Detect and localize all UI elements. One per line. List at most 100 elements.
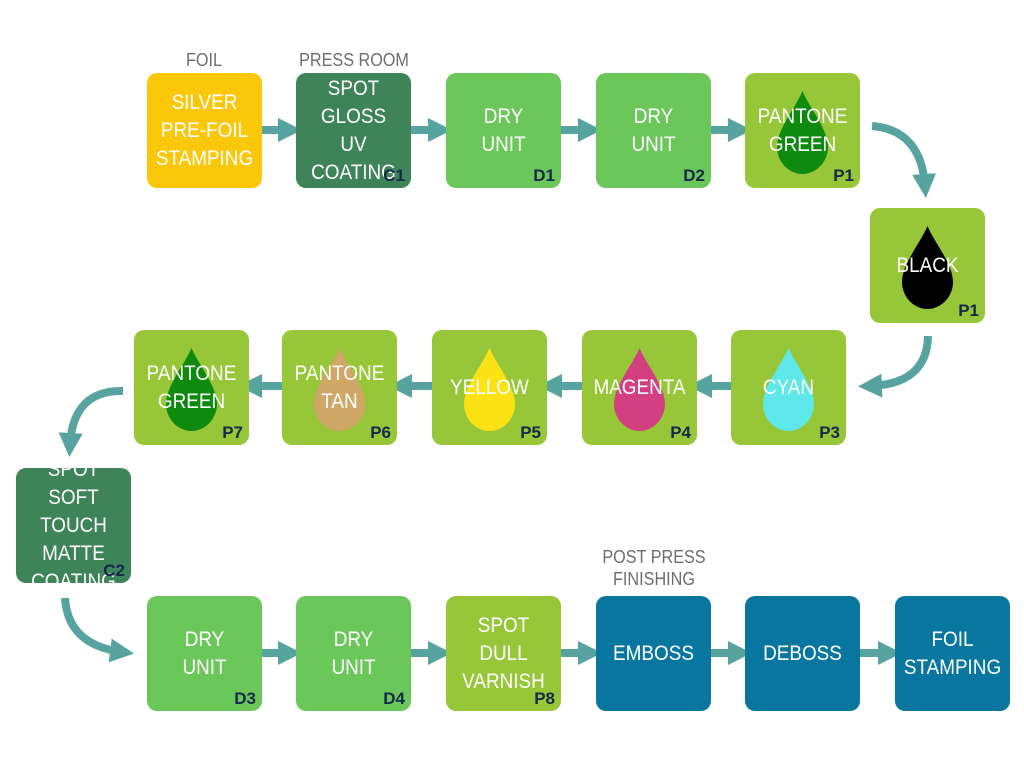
section-label-post-press: POST PRESS FINISHING [591,546,717,590]
station-code: P4 [670,423,691,442]
step-box-dry-unit-d3: DRY UNIT D3 [147,596,262,711]
ink-drop-icon [166,348,217,431]
step-box-emboss: EMBOSS [596,596,711,711]
step-label: PANTONE GREEN [751,73,855,188]
step-label-line: PANTONE [757,104,848,128]
station-code: D2 [683,166,705,185]
step-box-dry-unit-d2: DRY UNIT D2 [596,73,711,188]
ink-drop-icon [902,226,953,309]
step-label-line: UNIT [182,655,227,679]
station-code: C2 [103,561,125,580]
step-label-line: DEBOSS [763,641,842,665]
station-code: P5 [520,423,541,442]
step-label: SILVER PRE-FOIL STAMPING [153,73,257,188]
step-label-line: YELLOW [450,375,529,399]
step-label-line: UNIT [331,655,376,679]
step-box-yellow-p5: YELLOW P5 [432,330,547,445]
step-label: CYAN [737,330,841,445]
ink-drop-shape [763,348,814,431]
step-box-silver-pre-foil: SILVER PRE-FOIL STAMPING [147,73,262,188]
station-code: P1 [958,301,979,320]
ink-drop-icon [614,348,665,431]
step-label: PANTONE GREEN [140,330,244,445]
step-box-pantone-tan-p6: PANTONE TAN P6 [282,330,397,445]
step-label: SPOT DULL VARNISH [452,596,556,711]
step-label-line: GREEN [157,389,226,413]
ink-drop-icon [464,348,515,431]
step-label-line: STAMPING [155,146,254,170]
step-label: BLACK [876,208,980,323]
ink-drop-shape [614,348,665,431]
arrow-curve-back [858,335,932,398]
step-label: MAGENTA [588,330,692,445]
step-label-line: SILVER [171,90,238,114]
step-label-line: FOIL [931,627,974,651]
step-label: SPOT GLOSS UV COATING [302,73,406,188]
step-label-line: DRY [633,104,674,128]
step-box-magenta-p4: MAGENTA P4 [582,330,697,445]
step-label-line: SPOT SOFT [47,468,100,509]
step-label-line: SPOT [477,613,530,637]
step-label-line: UNIT [631,132,676,156]
step-label: EMBOSS [602,596,706,711]
step-label: PANTONE TAN [288,330,392,445]
step-label-line: TAN [321,389,358,413]
arrow-curve-forward [61,597,134,663]
ink-drop-shape [464,348,515,431]
step-label-line: UNIT [481,132,526,156]
station-code: D1 [533,166,555,185]
station-code: P8 [534,689,555,708]
step-label: DRY UNIT [602,73,706,188]
step-box-cyan-p3: CYAN P3 [731,330,846,445]
station-code: P7 [222,423,243,442]
step-label-line: DRY [184,627,225,651]
ink-drop-icon [763,348,814,431]
arrow-curve-down [58,386,124,457]
ink-drop-icon [314,348,365,431]
station-code: P1 [833,166,854,185]
section-label-post-press-line2: FINISHING [613,569,695,589]
station-code: C1 [383,166,405,185]
step-label-line: DULL [479,641,528,665]
step-box-pantone-green-p7: PANTONE GREEN P7 [134,330,249,445]
station-code: D3 [234,689,256,708]
step-label-line: COATING [311,160,396,184]
step-label: DRY UNIT [302,596,406,711]
ink-drop-shape [777,91,828,174]
ink-drop-shape [902,226,953,309]
section-label-press-room: PRESS ROOM [299,50,409,70]
step-label: DEBOSS [751,596,855,711]
step-label-line: MAGENTA [593,375,686,399]
step-label-line: EMBOSS [613,641,694,665]
step-label-line: PANTONE [294,361,385,385]
station-code: D4 [383,689,405,708]
ink-drop-shape [166,348,217,431]
step-label-line: CYAN [762,375,815,399]
step-label: FOIL STAMPING [901,596,1005,711]
station-code: P3 [819,423,840,442]
step-box-deboss: DEBOSS [745,596,860,711]
step-label: YELLOW [438,330,542,445]
step-label-line: PANTONE [146,361,237,385]
step-label-line: UV [340,132,367,156]
step-label-line: VARNISH [462,669,545,693]
step-label-line: GREEN [768,132,837,156]
step-box-black-p1: BLACK P1 [870,208,985,323]
step-label-line: STAMPING [903,655,1002,679]
step-box-dry-unit-d4: DRY UNIT D4 [296,596,411,711]
step-label-line: PRE-FOIL [160,118,249,142]
step-label-line: SPOT GLOSS [320,76,387,128]
step-label-line: COATING [31,569,116,584]
arrow-curve-down [871,122,937,198]
step-label-line: BLACK [896,253,959,277]
step-box-foil-stamping: FOIL STAMPING [895,596,1010,711]
step-label-line: DRY [333,627,374,651]
ink-drop-icon [777,91,828,174]
station-code: P6 [370,423,391,442]
